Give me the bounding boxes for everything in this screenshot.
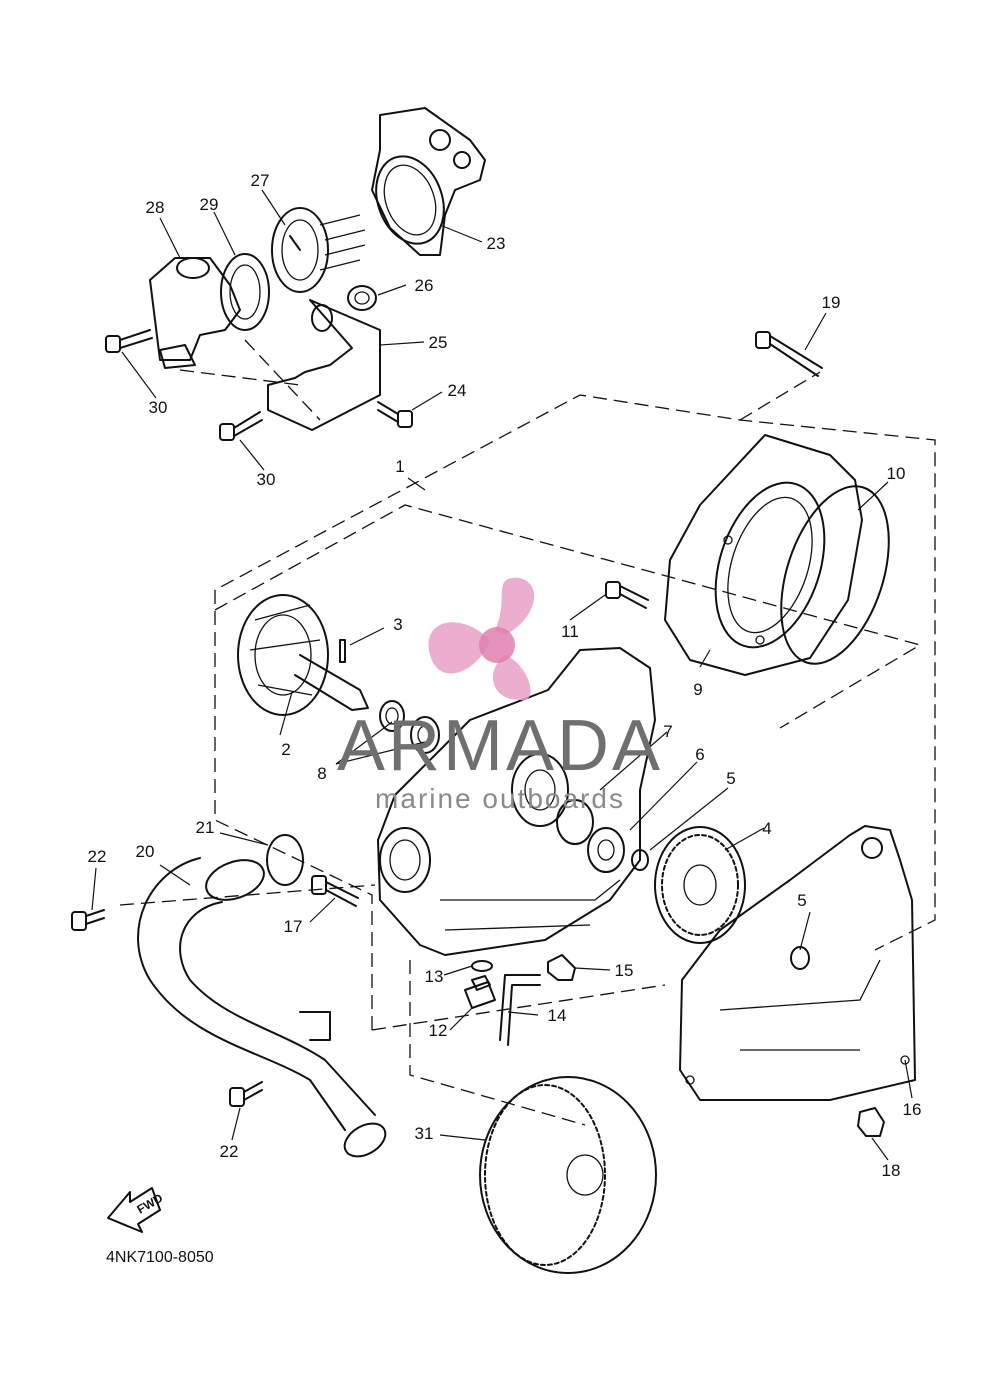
callout-17: 17: [284, 917, 303, 936]
cover-gasket-16: [679, 825, 916, 1101]
propeller-blade-bottom: [493, 655, 531, 701]
dowel-18: [857, 1107, 885, 1137]
callout-27: 27: [251, 171, 270, 190]
bracket-25: [267, 299, 381, 431]
o-ring-10: [780, 485, 890, 665]
callout-7: 7: [663, 722, 672, 741]
diagram-code: 4NK7100-8050: [106, 1249, 214, 1266]
gasket-29: [220, 253, 270, 331]
callout-9: 9: [693, 680, 702, 699]
o-ring-21: [266, 834, 304, 886]
circlip-5-upper: [631, 849, 649, 871]
callout-24: 24: [448, 381, 467, 400]
bolt-22-upper: [71, 909, 105, 931]
bolt-22-lower: [229, 1081, 263, 1107]
callout-4: 4: [762, 819, 771, 838]
drive-gear-4: [654, 826, 746, 944]
callout-3: 3: [393, 615, 402, 634]
cover-9: [664, 434, 863, 676]
propeller-logo-icon: [428, 577, 535, 701]
washer-26: [347, 285, 377, 311]
hose-14: [499, 974, 541, 1046]
callout-22-upper: 22: [88, 847, 107, 866]
propeller-blade-top: [495, 577, 535, 635]
assembly-outline: [119, 339, 936, 1126]
propeller-hub: [479, 627, 515, 663]
washer-13: [471, 960, 493, 972]
water-outlet-28: [149, 257, 241, 369]
water-pipe-20: [137, 857, 387, 1158]
circlip-5-lower: [790, 946, 810, 970]
callout-13: 13: [425, 967, 444, 986]
bolt-19: [755, 331, 823, 377]
callout-10: 10: [887, 464, 906, 483]
callout-8: 8: [317, 764, 326, 783]
callout-29: 29: [200, 195, 219, 214]
bolt-30-upper: [105, 329, 153, 353]
watermark-subtitle: marine outboards: [375, 783, 625, 814]
callout-5-lower: 5: [797, 891, 806, 910]
callout-15: 15: [615, 961, 634, 980]
callout-26: 26: [415, 276, 434, 295]
oil-seal-8: [379, 700, 440, 754]
callout-2: 2: [281, 740, 290, 759]
watermark-title: ARMADA: [337, 706, 663, 786]
callout-18: 18: [882, 1161, 901, 1180]
callout-30-upper: 30: [149, 398, 168, 417]
callout-31: 31: [415, 1124, 434, 1143]
callout-1: 1: [395, 457, 404, 476]
callout-6: 6: [695, 745, 704, 764]
impeller-shaft-2: [237, 594, 369, 716]
callout-20: 20: [136, 842, 155, 861]
bolt-17: [311, 875, 359, 907]
thermostat-27: [271, 207, 366, 293]
driven-gear-31: [479, 1076, 657, 1274]
fitting-15: [547, 954, 576, 981]
callout-21: 21: [196, 818, 215, 837]
drain-bolt-12: [464, 975, 496, 1009]
callout-labels: 1 2 3 4 5 5 6 7 8 9 10 11 12 13 14 15 16…: [88, 171, 922, 1180]
callout-28: 28: [146, 198, 165, 217]
callout-30-lower: 30: [257, 470, 276, 489]
callout-22-lower: 22: [220, 1142, 239, 1161]
callout-19: 19: [822, 293, 841, 312]
callout-12: 12: [429, 1021, 448, 1040]
callout-25: 25: [429, 333, 448, 352]
fwd-arrow-icon: FWD: [107, 1187, 166, 1233]
bolt-24: [377, 401, 413, 428]
callout-23: 23: [487, 234, 506, 253]
bolt-11: [605, 581, 649, 609]
callout-14: 14: [548, 1006, 567, 1025]
fwd-label: FWD: [135, 1191, 166, 1217]
leader-lines: [91, 189, 913, 1161]
pin-3: [339, 639, 346, 663]
bolt-30-lower: [219, 411, 263, 441]
callout-16: 16: [903, 1100, 922, 1119]
pump-housing: [377, 647, 656, 956]
thermostat-housing-23: [371, 107, 486, 256]
callout-11: 11: [561, 622, 579, 641]
propeller-blade-left: [428, 622, 490, 674]
watermark: ARMADA marine outboards: [337, 577, 663, 814]
callout-5-upper: 5: [726, 769, 735, 788]
